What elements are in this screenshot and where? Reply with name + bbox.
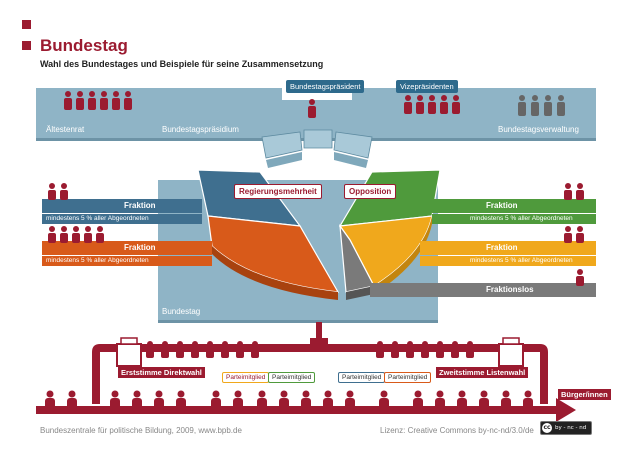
fraktion-right-1-label: Fraktion [486, 201, 518, 210]
page-subtitle: Wahl des Bundestages und Beispiele für s… [40, 59, 324, 69]
praesidium-label: Bundestagspräsidium [162, 125, 239, 134]
fraktion-right-2-label: Fraktion [486, 243, 518, 252]
praesident-label: Bundestagspräsident [286, 80, 365, 93]
verwaltung-label: Bundestagsverwaltung [498, 125, 579, 134]
citizens-arrow [556, 398, 576, 422]
fraktion-left-2-label: Fraktion [124, 243, 156, 252]
bar-right-yellow-sub [420, 256, 596, 266]
regierung-label: Regierungsmehrheit [234, 184, 322, 199]
bar-left-blue-sub [42, 214, 202, 224]
cc-icon: cc [542, 423, 552, 433]
people-group-citizens-icon [45, 390, 533, 412]
bundestag-label: Bundestag [162, 307, 201, 316]
fraktion-right-1-sub: mindestens 5 % aller Abgeordneten [470, 215, 573, 222]
parteimitglied-tag-2: Parteimitglied [268, 372, 316, 383]
podium-seats [261, 129, 373, 168]
people-group-elected-icon [146, 341, 474, 358]
fraktion-left-1-label: Fraktion [124, 201, 156, 210]
people-group-aeltestenrat-icon [64, 91, 132, 110]
bar-left-orange-sub [42, 256, 212, 266]
ballot-box-right [498, 337, 524, 367]
citizens-bar [36, 406, 556, 414]
people-group-fraktion-left-icon [48, 183, 104, 243]
bar-right-green [432, 199, 596, 213]
people-group-praesidium-icon [308, 95, 460, 118]
bar-right-grey [370, 283, 596, 297]
license-text: Lizenz: Creative Commons by-nc-nd/3.0/de [380, 426, 534, 435]
people-group-fraktion-right-icon [564, 183, 584, 286]
page-title: Bundestag [40, 36, 128, 55]
bar-right-green-sub [432, 214, 596, 224]
fraktion-left-2-sub: mindestens 5 % aller Abgeordneten [46, 257, 149, 264]
opposition-label: Opposition [344, 184, 397, 199]
bar-right-yellow [420, 241, 596, 255]
fraktion-left-1-sub: mindestens 5 % aller Abgeordneten [46, 215, 149, 222]
ballot-box-left [116, 337, 142, 367]
zweitstimme-label: Zweitstimme Listenwahl [436, 367, 529, 378]
people-group-verwaltung-icon [518, 95, 565, 116]
fraktion-right-2-sub: mindestens 5 % aller Abgeordneten [470, 257, 573, 264]
bundestag-panel-shadow [158, 320, 438, 323]
license-badge[interactable]: cc by - nc - nd [540, 421, 592, 435]
parteimitglied-tag-4: Parteimitglied [384, 372, 432, 383]
election-stalk [316, 322, 322, 338]
parteimitglied-tag-3: Parteimitglied [338, 372, 386, 383]
fraktionslos-label: Fraktionslos [486, 285, 534, 294]
license-badge-text: by - nc - nd [555, 425, 587, 431]
aeltestenrat-label: Ältestenrat [46, 125, 85, 134]
title-marker-top [22, 20, 31, 29]
erststimme-label: Erststimme Direktwahl [118, 367, 205, 378]
bar-left-blue [42, 199, 202, 213]
election-pipe-join [310, 338, 328, 352]
buerger-label: Bürger/innen [558, 389, 611, 400]
title-marker [22, 41, 31, 50]
bar-left-orange [42, 241, 212, 255]
parteimitglied-tag-1: Parteimitglied [222, 372, 270, 383]
source-text: Bundeszentrale für politische Bildung, 2… [40, 426, 242, 435]
vizepraesidenten-label: Vizepräsidenten [396, 80, 458, 93]
